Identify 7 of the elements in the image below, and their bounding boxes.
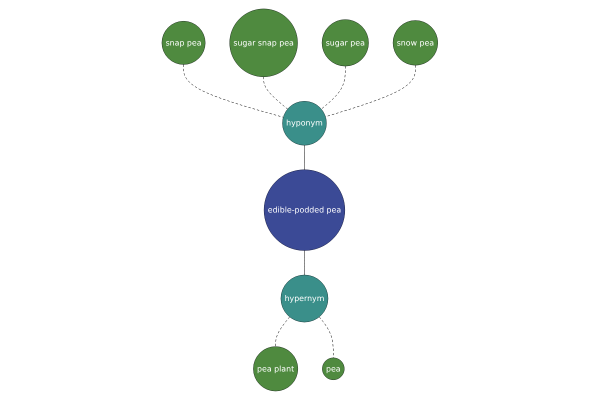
connector (264, 76, 288, 110)
connector (325, 64, 416, 118)
connector (304, 145, 305, 170)
connector (276, 316, 290, 347)
connector (304, 250, 305, 276)
connector (321, 66, 346, 110)
connector (183, 64, 284, 118)
